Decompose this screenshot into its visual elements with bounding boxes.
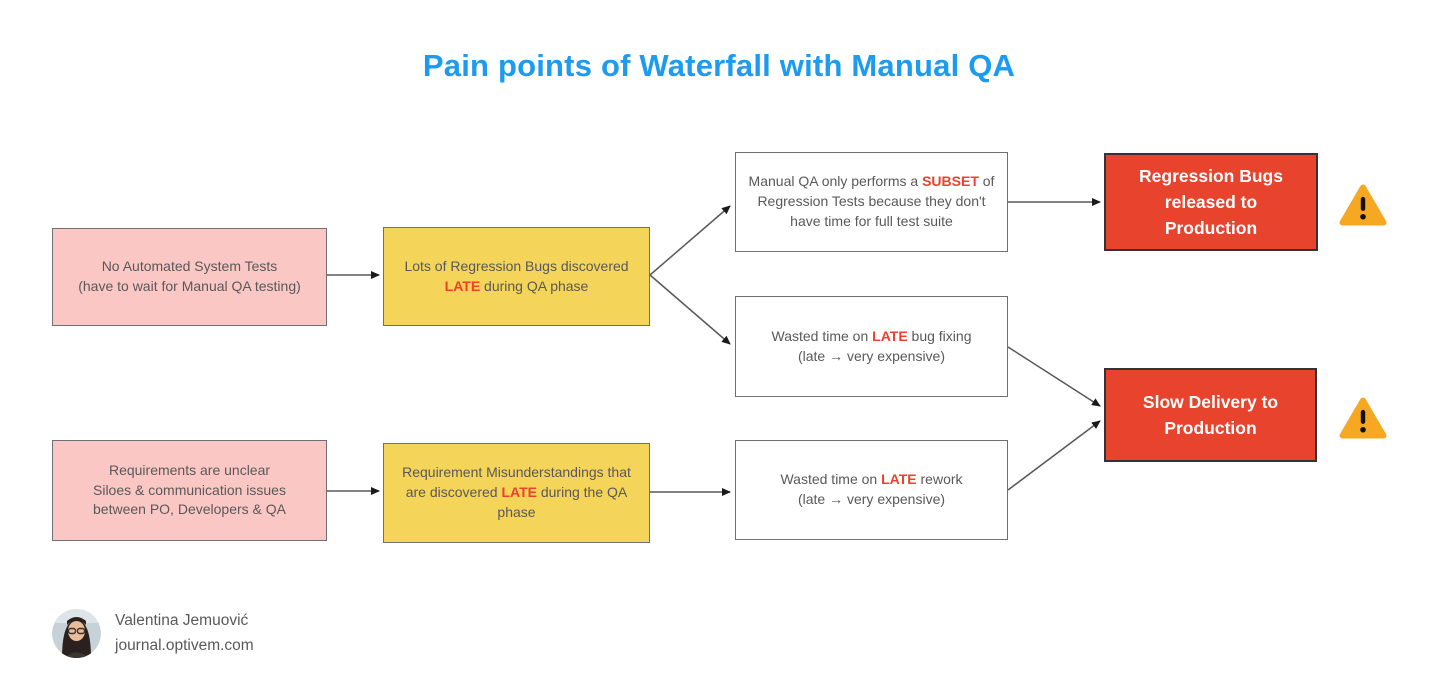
author-name: Valentina Jemuović [115, 612, 249, 630]
node-late-bug-fixing: Wasted time on LATE bug fixing(late → ve… [735, 296, 1008, 397]
arrow [1007, 346, 1101, 407]
node-late-rework: Wasted time on LATE rework(late → very e… [735, 440, 1008, 540]
author-footer: Valentina Jemuović journal.optivem.com [52, 609, 254, 658]
arrow [649, 274, 731, 345]
arrow [1007, 420, 1101, 491]
author-website: journal.optivem.com [115, 636, 254, 654]
warning-icon [1339, 396, 1387, 440]
arrow [649, 205, 731, 276]
author-avatar [52, 609, 101, 658]
node-label: Wasted time on LATE rework(late → very e… [780, 471, 963, 507]
warning-icon [1339, 183, 1387, 227]
page-title: Pain points of Waterfall with Manual QA [422, 48, 1016, 83]
node-label: No Automated System Tests(have to wait f… [78, 258, 301, 294]
node-label: Wasted time on LATE bug fixing(late → ve… [771, 327, 972, 364]
node-no-automated-system-tests: No Automated System Tests(have to wait f… [52, 228, 327, 326]
